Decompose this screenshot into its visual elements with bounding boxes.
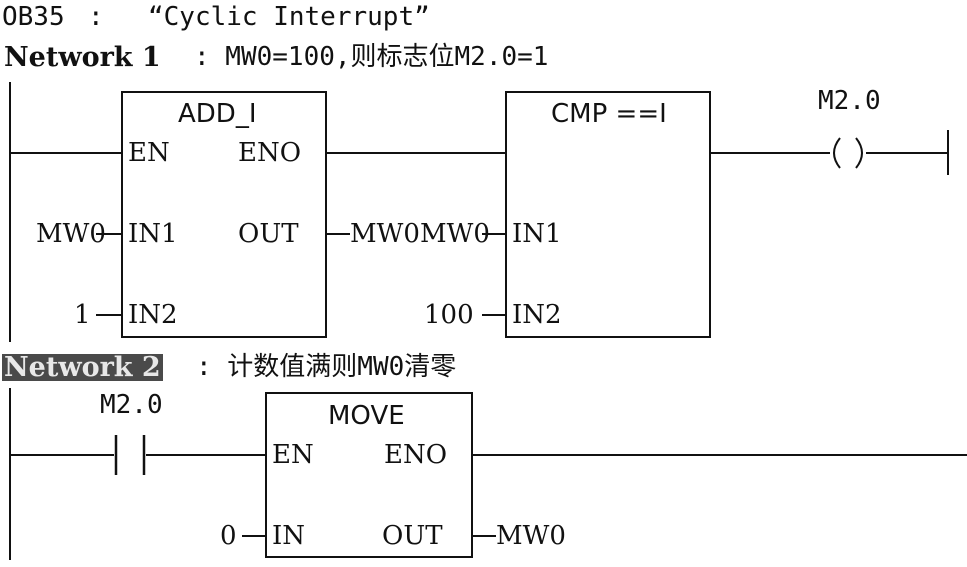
add-in2-pin: IN2 <box>128 300 178 330</box>
add-in2-operand[interactable]: 1 <box>74 300 91 330</box>
ob-comment: “Cyclic Interrupt” <box>148 2 430 32</box>
cmp-in1-pin: IN1 <box>512 219 562 249</box>
network1-comment: : MW0=100,则标志位M2.0=1 <box>194 42 549 72</box>
contact-address[interactable]: M2.0 <box>100 390 163 420</box>
add-in1-operand[interactable]: MW0 <box>36 219 106 249</box>
move-eno-pin: ENO <box>384 440 448 470</box>
add-out-operand[interactable]: MW0 <box>350 219 420 249</box>
move-in-pin: IN <box>272 521 306 551</box>
move-block-title: MOVE <box>328 401 405 431</box>
ob-separator: : <box>88 2 104 32</box>
move-out-pin: OUT <box>382 521 443 551</box>
network1-label[interactable]: Network 1 <box>4 42 161 73</box>
ob-number: OB35 <box>2 2 65 32</box>
coil-right-arc <box>855 137 863 169</box>
network2-comment: : 计数值满则MW0清零 <box>196 352 457 382</box>
cmp-block-title: CMP ==I <box>551 99 667 129</box>
add-out-pin: OUT <box>238 219 299 249</box>
add-eno-pin: ENO <box>238 138 302 168</box>
move-out-operand[interactable]: MW0 <box>496 521 566 551</box>
cmp-block-box <box>505 91 711 338</box>
add-in1-pin: IN1 <box>128 219 178 249</box>
add-block-box <box>121 91 327 338</box>
move-en-pin: EN <box>272 440 314 470</box>
network2-label[interactable]: Network 2 <box>2 352 163 383</box>
add-en-pin: EN <box>128 138 170 168</box>
cmp-in2-operand[interactable]: 100 <box>424 300 474 330</box>
move-in-operand[interactable]: 0 <box>220 521 237 551</box>
coil-left-arc <box>833 137 841 169</box>
move-block-box <box>265 392 473 558</box>
cmp-in1-operand[interactable]: MW0 <box>420 219 490 249</box>
cmp-in2-pin: IN2 <box>512 300 562 330</box>
coil-address[interactable]: M2.0 <box>818 86 881 116</box>
add-block-title: ADD_I <box>178 99 257 129</box>
